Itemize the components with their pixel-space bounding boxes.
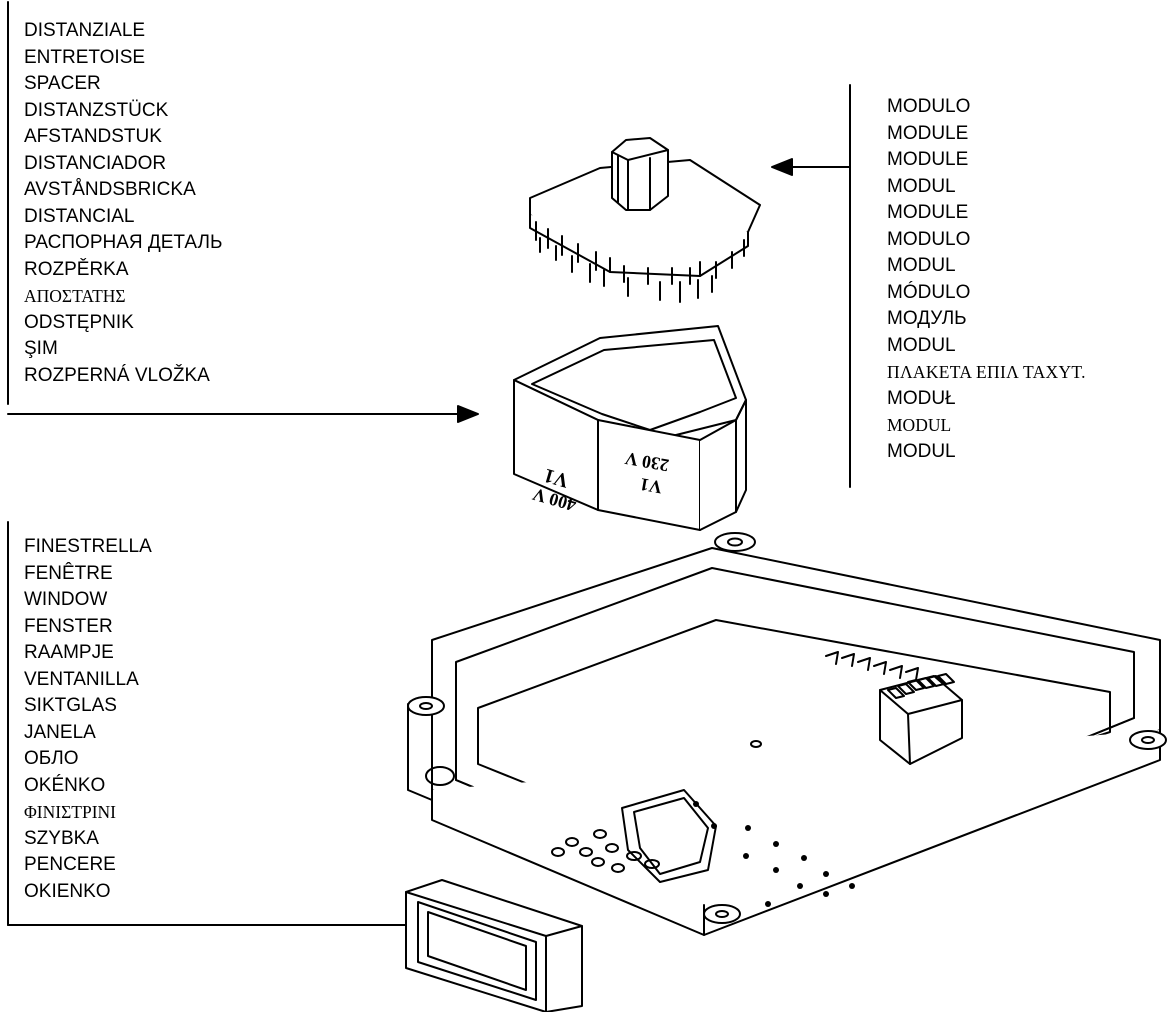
window-label: FINESTRELLA [24,536,152,557]
module-label: MODUŁ [887,387,956,409]
module-label: MODULO [887,228,971,250]
module-label: MÓDULO [887,281,971,303]
window-label: SZYBKA [24,827,99,849]
module-label: MODULE [887,122,969,144]
module-label: MODUL [887,334,956,356]
spacer-label: DISTANZSTÜCK [24,99,169,121]
floor-holes [693,740,855,907]
spacer-mark-v1-right: V1 [638,474,663,498]
module-label: MODUL [887,175,956,197]
spacer-callout-leader [7,1,479,423]
window-label: WINDOW [24,589,108,610]
module-part [529,137,761,303]
spacer-label: AFSTANDSTUK [24,126,162,147]
terminal-slots [887,673,955,699]
module-label: MODULE [887,149,969,170]
window-label: OKÉNKO [24,774,106,796]
window-part [405,879,583,1012]
window-label: FENÊTRE [24,562,113,584]
module-label: MODULE [887,202,969,223]
window-label: ΦΙΝΙΣΤΡΙΝΙ [24,802,116,822]
window-label: RAAMPJE [24,642,114,663]
spacer-label: ODSTĘPNIK [24,311,134,333]
spacer-part: V1 400 V 230 V V1 [513,325,747,531]
window-label: ОБЛО [24,748,79,769]
spacer-label: ŞIM [24,338,58,359]
spacer-label: SPACER [24,73,101,94]
window-label: PENCERE [24,854,116,875]
spacer-label: AVSTÅNDSBRICKA [24,179,196,200]
spacer-label: DISTANZIALE [24,20,146,41]
window-label: OKIENKO [24,880,111,902]
module-label: ΠΛΑΚΕΤΑ ΕΠΙΛ ΤΑΧΥΤ. [887,362,1086,382]
spacer-label: ROZPERNÁ VLOŽKA [24,364,210,386]
module-callout-leader [771,84,851,488]
module-label: MODULO [887,96,971,117]
spacer-label: ΑΠΟΣΤΑΤΗΣ [24,286,126,306]
module-label: MODUL [887,415,952,435]
module-label: MODUL [887,440,956,462]
window-label: VENTANILLA [24,668,139,690]
spacer-label: DISTANCIADOR [24,152,167,174]
pin-bosses [551,829,660,873]
module-label: МОДУЛЬ [887,308,967,329]
window-label: JANELA [24,721,96,743]
terminal-screws [825,651,919,681]
module-label: MODUL [887,255,956,276]
spacer-label: ENTRETOISE [24,46,146,68]
spacer-label: РАСПОРНАЯ ДЕТАЛЬ [24,232,223,253]
spacer-label: DISTANCIAL [24,205,135,227]
spacer-label: ROZPĚRKA [24,258,129,280]
enclosure-part [405,532,1167,1012]
window-label: SIKTGLAS [24,695,117,716]
window-label: FENSTER [24,615,113,637]
